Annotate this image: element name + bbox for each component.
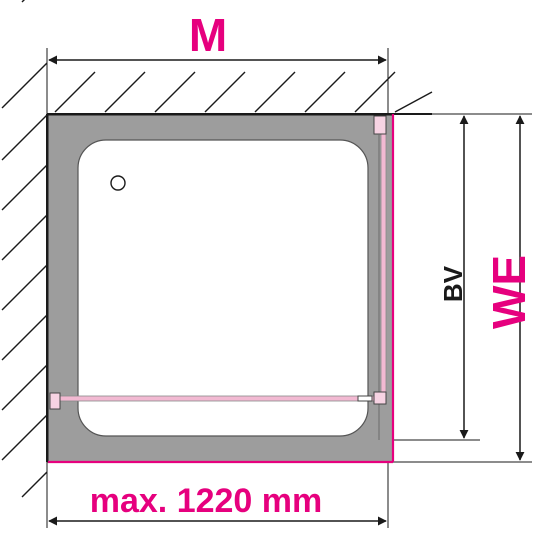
corner-connector	[373, 391, 387, 405]
wall-bracket-top	[373, 115, 387, 135]
top-wall-hatching	[54, 71, 433, 113]
door-glass-panel	[55, 395, 383, 402]
label-bv: BV	[438, 265, 468, 302]
label-max-width: max. 1220 mm	[90, 482, 323, 520]
label-we: WE	[483, 255, 535, 329]
wall-bracket-left	[49, 392, 61, 410]
label-m: M	[189, 9, 227, 61]
drain-icon	[110, 175, 126, 191]
installation-outline	[48, 114, 395, 464]
tray-basin	[77, 139, 369, 437]
door-handle	[357, 395, 373, 402]
side-glass-panel	[380, 125, 387, 399]
left-wall-hatching	[1, 0, 48, 498]
extension-lines	[46, 48, 532, 528]
